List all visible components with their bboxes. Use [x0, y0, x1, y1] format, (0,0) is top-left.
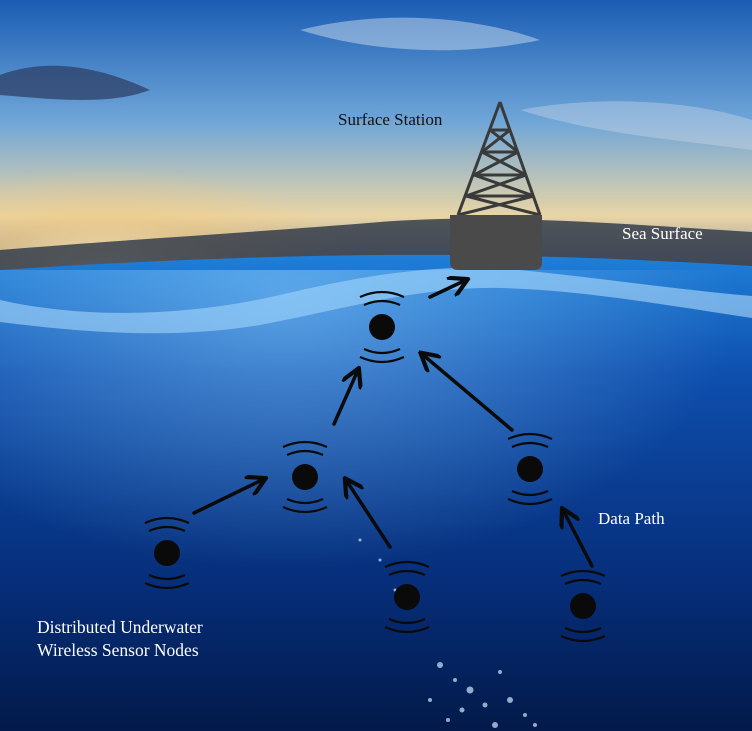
surface-station-label: Surface Station — [338, 110, 443, 129]
sensor-node — [282, 440, 328, 514]
sensor-node — [144, 516, 190, 590]
sensor-node — [507, 432, 553, 506]
sea-surface-label: Sea Surface — [622, 224, 703, 243]
arrow-node-mid-to-relay — [332, 370, 358, 426]
arrow-right-to-relay — [422, 354, 514, 432]
station-buoy-body — [450, 215, 542, 270]
station-tower — [456, 101, 542, 217]
cloud — [520, 101, 752, 150]
node-body — [369, 314, 395, 340]
arrow-to-station — [428, 280, 466, 299]
signal-waves-up — [359, 290, 405, 307]
arrow-bottom-right-to-right — [563, 510, 594, 568]
sensor-nodes-label-line1: Distributed Underwater — [37, 617, 203, 637]
light-rays — [0, 270, 752, 730]
sensor-node — [560, 569, 606, 643]
sensor-nodes-label-line2: Wireless Sensor Nodes — [37, 640, 199, 660]
bubbles — [358, 538, 537, 728]
cloud — [300, 17, 540, 51]
surface-station — [450, 101, 542, 270]
sensor-node — [384, 560, 430, 634]
dark-cloud — [0, 65, 150, 100]
arrow-left-to-mid — [192, 479, 264, 515]
signal-waves-down — [359, 347, 405, 364]
sensor-node — [359, 290, 405, 364]
arrow-bottom-to-mid — [346, 480, 392, 549]
data-path-arrows — [192, 280, 594, 568]
data-path-label: Data Path — [598, 509, 665, 528]
sensor-nodes-label: Distributed Underwater Wireless Sensor N… — [37, 616, 203, 662]
